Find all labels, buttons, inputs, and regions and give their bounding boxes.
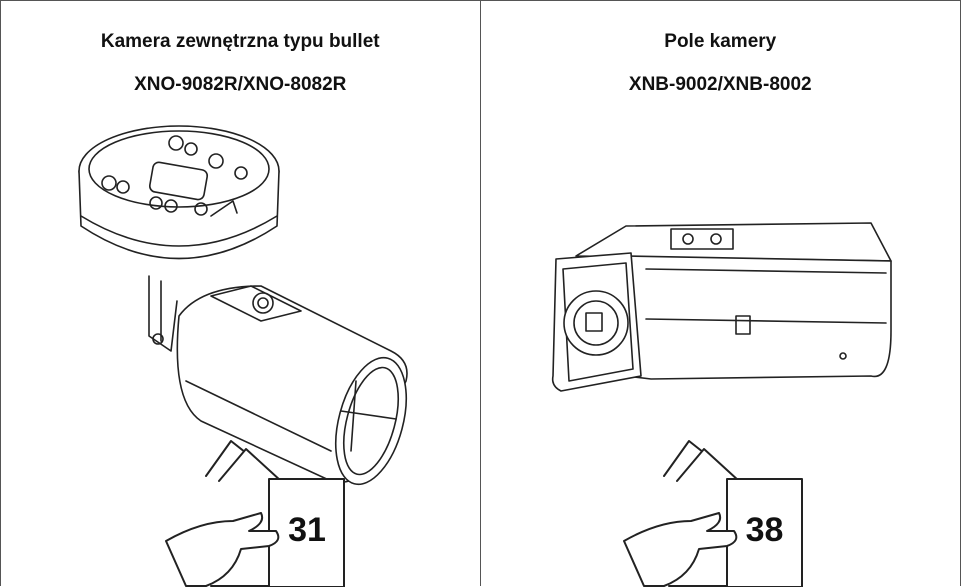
cell-box-camera: Pole kamery XNB-9002/XNB-8002 <box>481 1 961 587</box>
page-reference: 31 <box>288 511 326 549</box>
bullet-camera-icon <box>78 125 408 486</box>
manual-book-icon <box>622 440 803 587</box>
model-number: XNB-9002/XNB-8002 <box>628 74 812 95</box>
page-reference: 38 <box>745 511 784 549</box>
cell-bullet-camera: Kamera zewnętrzna typu bullet XNO-9082R/… <box>1 1 481 587</box>
box-camera-icon <box>551 222 892 392</box>
cell-title: Pole kamery <box>664 31 777 52</box>
manual-book-icon <box>165 440 345 587</box>
cell-title: Kamera zewnętrzna typu bullet <box>100 31 380 52</box>
model-number: XNO-9082R/XNO-8082R <box>134 74 347 95</box>
